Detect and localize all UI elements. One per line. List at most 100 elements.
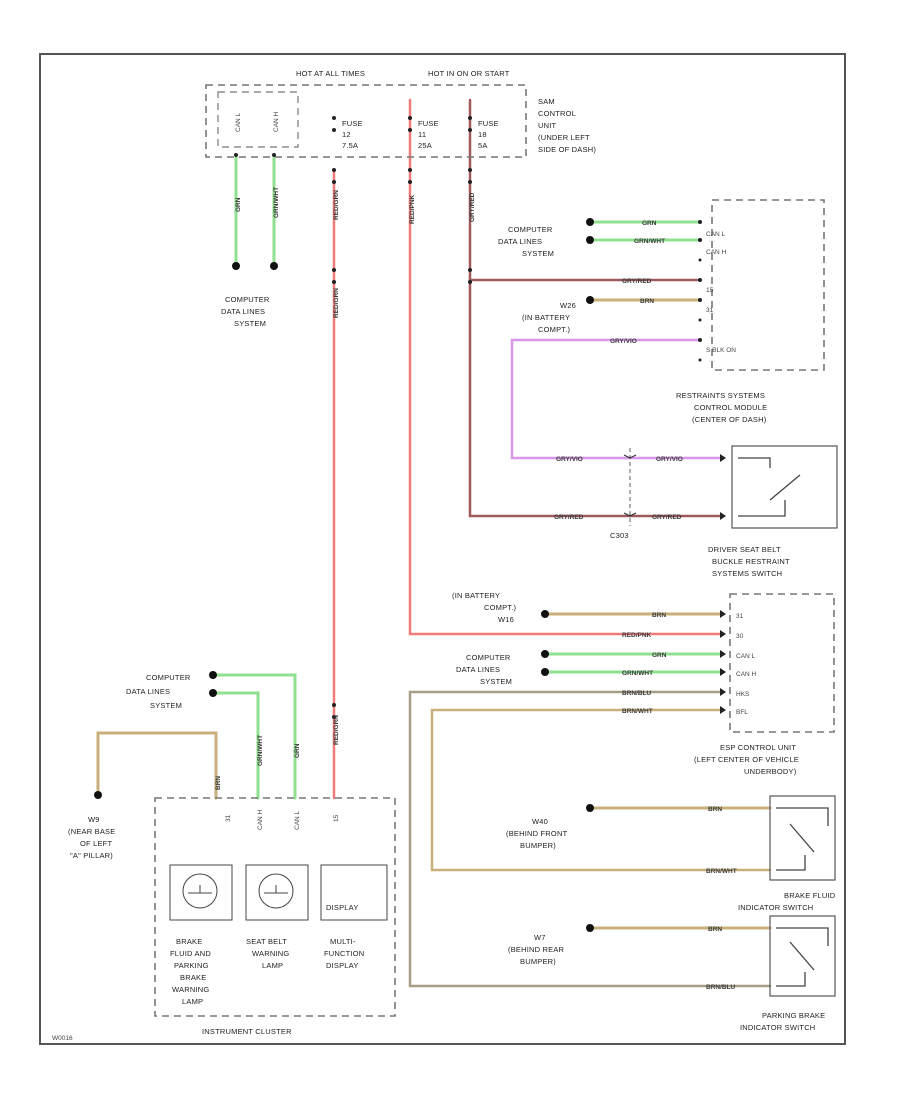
wl-restraints-15: GRY/RED [622, 278, 652, 285]
instrument-cluster-box [154, 797, 396, 1017]
cluster-pin-2: CAN L [294, 810, 301, 830]
restraints-module-0: RESTRAINTS SYSTEMS [676, 391, 765, 400]
wl-esp-31: BRN [652, 612, 666, 619]
restraints-cdl-0: COMPUTER [508, 225, 553, 234]
fuse12-label-2: 7.5A [342, 141, 358, 150]
restraints-labels: COMPUTER DATA LINES SYSTEM W26 (IN BATTE… [498, 225, 790, 578]
c303-connector [623, 448, 637, 526]
buckle-switch-0: DRIVER SEAT BELT [708, 545, 781, 554]
esp-pin-3: CAN H [736, 671, 757, 678]
cdl-left-labels: COMPUTER DATA LINES SYSTEM [221, 295, 270, 328]
cluster-ground-0: W9 [88, 815, 100, 824]
wl-can-h-sam: GRN/WHT [273, 187, 280, 218]
esp-control-unit-box [729, 593, 835, 733]
esp-pin-0: 31 [736, 613, 744, 620]
diagram-frame [39, 53, 846, 1045]
fuse12-label-0: FUSE [342, 119, 363, 128]
restraints-pin-1: CAN H [706, 249, 727, 256]
cluster-cdl-2: SYSTEM [150, 701, 182, 710]
can-l-pin-label: CAN L [235, 112, 242, 132]
hot-in-on-start-label: HOT IN ON OR START [428, 69, 510, 78]
esp-cdl-0: COMPUTER [466, 653, 511, 662]
esp-unit-1: (LEFT CENTER OF VEHICLE [694, 755, 799, 764]
restraints-pin-0: CAN L [706, 231, 726, 238]
wire-fuse11-red [408, 98, 722, 636]
esp-pin-4: HKS [736, 691, 750, 698]
wire-cluster-can-b [211, 691, 260, 800]
esp-unit-2: UNDERBODY) [744, 767, 797, 776]
lamp2-0: SEAT BELT [246, 937, 287, 946]
parking-ground-0: W7 [534, 933, 546, 942]
cluster-labels: COMPUTER DATA LINES SYSTEM W9 (NEAR BASE… [68, 673, 364, 1036]
cluster-cdl-1: DATA LINES [126, 687, 170, 696]
wl-restraints-can-h: GRN/WHT [634, 238, 665, 245]
brake-switch-0: BRAKE FLUID [784, 891, 836, 900]
brake-fluid-switch-box [769, 795, 836, 881]
wl-cluster-can-a: GRN [294, 743, 301, 758]
restraints-pin-4: 31 [706, 307, 714, 314]
wl-parking-ground: BRN [708, 926, 722, 933]
wl-brake-bfl: BRN/WHT [706, 868, 737, 875]
lamp3-0: MULTI- [330, 937, 356, 946]
wl-violet-c: GRY/VIO [656, 456, 683, 463]
wl-parking-hks: BRN/BLU [706, 984, 736, 991]
restraints-module-1: CONTROL MODULE [694, 403, 767, 412]
wire-esp-hks [408, 690, 772, 988]
cdl-left-1: DATA LINES [221, 307, 265, 316]
buckle-switch-box [731, 445, 838, 529]
fuse11-label-2: 25A [418, 141, 432, 150]
wire-esp-bfl [430, 708, 772, 872]
sam-control-unit-box [205, 84, 527, 158]
buckle-switch-1: BUCKLE RESTRAINT [712, 557, 790, 566]
hot-at-all-times-label: HOT AT ALL TIMES [296, 69, 365, 78]
sam-label-0: SAM [538, 97, 555, 106]
wl-fuse12-b: RED/GRN [333, 288, 340, 318]
wl-restraints-can-l: GRN [642, 220, 657, 227]
wl-maroon-a: GRY/RED [554, 514, 584, 521]
brake-switch-1: INDICATOR SWITCH [738, 903, 813, 912]
fuse11-label-1: 11 [418, 130, 426, 139]
restraints-module-box [711, 199, 825, 371]
wires [96, 98, 772, 988]
parking-switch-1: INDICATOR SWITCH [740, 1023, 815, 1032]
restraints-module-2: (CENTER OF DASH) [692, 415, 767, 424]
esp-pin-5: BFL [736, 709, 748, 716]
cluster-cdl-0: COMPUTER [146, 673, 191, 682]
display-box-label: DISPLAY [326, 903, 359, 912]
lamp2-1: WARNING [252, 949, 289, 958]
top-labels: HOT AT ALL TIMES HOT IN ON OR START SAM … [235, 69, 596, 154]
wl-esp-can-h: GRN/WHT [622, 670, 653, 677]
cluster-ground-1: (NEAR BASE [68, 827, 115, 836]
can-h-pin-label: CAN H [273, 111, 280, 132]
splice-dots [234, 116, 702, 719]
sam-label-3: (UNDER LEFT [538, 133, 590, 142]
esp-unit-0: ESP CONTROL UNIT [720, 743, 796, 752]
wl-cluster-can-b: GRN/WHT [257, 735, 264, 766]
wire-violet-loop [510, 338, 722, 460]
cluster-pin-1: CAN H [257, 809, 264, 830]
wl-brake-ground: BRN [708, 806, 722, 813]
wl-can-l-sam: GRN [235, 197, 242, 212]
restraints-cdl-2: SYSTEM [522, 249, 554, 258]
wl-esp-can-l: GRN [652, 652, 667, 659]
lamp1-0: BRAKE [176, 937, 202, 946]
wl-esp-hks: BRN/BLU [622, 690, 652, 697]
esp-labels: (IN BATTERY COMPT.) W16 COMPUTER DATA LI… [452, 591, 799, 776]
wl-maroon-b: GRY/RED [652, 514, 682, 521]
restraints-pin-3: 15 [706, 287, 714, 294]
wire-cluster-ground [96, 731, 218, 800]
wl-esp-30: RED/PNK [622, 632, 652, 639]
fuse12-label-1: 12 [342, 130, 351, 139]
restraints-ground-0: W26 [560, 301, 576, 310]
fuse11-label-0: FUSE [418, 119, 439, 128]
wl-esp-bfl: BRN/WHT [622, 708, 653, 715]
buckle-switch-2: SYSTEMS SWITCH [712, 569, 782, 578]
sam-label-2: UNIT [538, 121, 557, 130]
cluster-pin-0: 31 [225, 814, 232, 822]
wl-fuse11: RED/PNK [409, 194, 416, 224]
wl-violet-a: GRY/VIO [610, 338, 637, 345]
cluster-pin-3: 15 [333, 814, 340, 822]
esp-pin-2: CAN L [736, 653, 756, 660]
sam-label-1: CONTROL [538, 109, 576, 118]
